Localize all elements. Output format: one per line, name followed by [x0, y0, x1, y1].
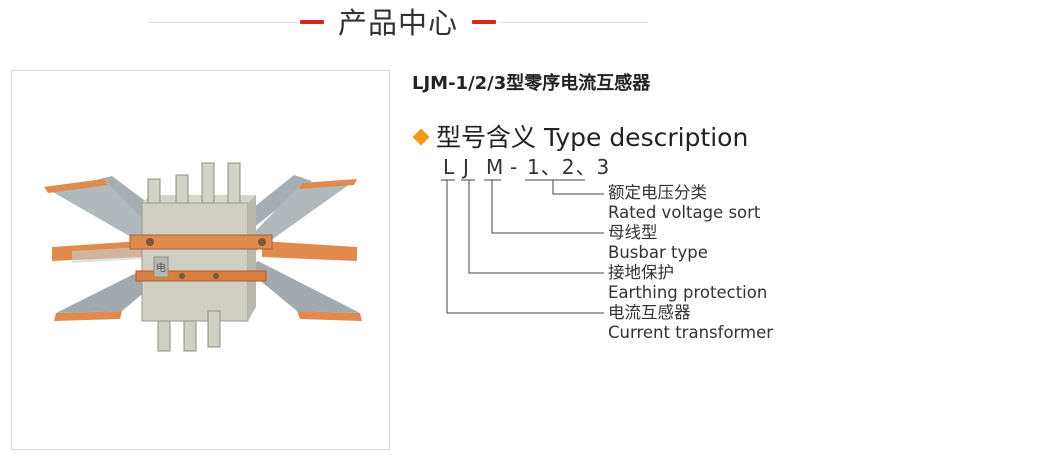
desc-earthing-en: Earthing protection [608, 283, 768, 302]
type-description-heading: 型号含义 Type description [436, 123, 749, 152]
section-title: 产品中心 [337, 6, 458, 40]
desc-busbar-en: Busbar type [608, 243, 708, 262]
product-image[interactable]: 电 [11, 70, 390, 450]
code-letter-dash: - [510, 155, 518, 179]
code-letter-voltage: 1、2、3 [527, 155, 611, 179]
code-letter-j: J [463, 155, 469, 179]
desc-current-transformer-cn: 电流互感器 [608, 303, 691, 322]
desc-earthing-cn: 接地保护 [608, 263, 674, 282]
desc-busbar-cn: 母线型 [608, 223, 658, 242]
product-illustration: 电 [44, 162, 362, 352]
desc-rated-voltage-en: Rated voltage sort [608, 203, 761, 222]
code-letter-l: L [443, 155, 455, 179]
desc-rated-voltage-cn: 额定电压分类 [608, 183, 707, 202]
header-divider-right [498, 22, 648, 23]
product-title: LJM-1/2/3型零序电流互感器 [412, 73, 651, 94]
code-letter-m: M [486, 155, 504, 179]
nameplate-text: 电 [156, 261, 166, 274]
header-divider-left [148, 22, 298, 23]
header-accent-right [472, 20, 496, 24]
desc-current-transformer-en: Current transformer [608, 323, 774, 342]
header-accent-left [300, 20, 324, 24]
